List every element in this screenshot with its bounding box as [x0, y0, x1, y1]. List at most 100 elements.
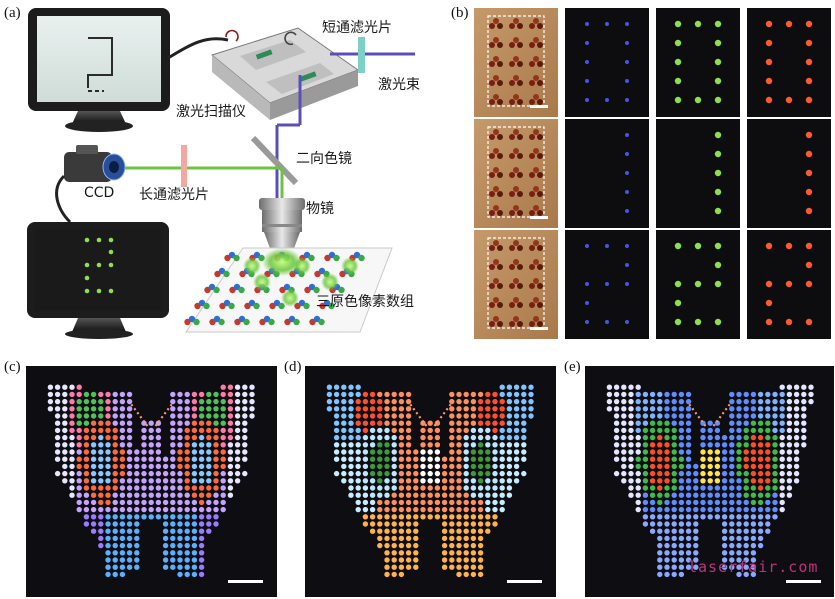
butterfly-pixel	[621, 442, 627, 448]
butterfly-pixel	[355, 442, 361, 448]
emission-dot	[625, 41, 629, 45]
butterfly-pixel	[134, 485, 140, 491]
butterfly-pixel	[635, 485, 641, 491]
butterfly-pixel	[521, 398, 527, 405]
butterfly-pixel	[249, 413, 255, 419]
butterfly-pixel	[521, 384, 527, 390]
butterfly-pixel	[485, 492, 491, 498]
butterfly-pixel	[141, 449, 147, 455]
butterfly-pixel	[234, 434, 241, 441]
butterfly-pixel	[170, 521, 176, 527]
butterfly-pixel	[693, 542, 699, 549]
butterfly-pixel	[757, 506, 764, 513]
butterfly-pixel	[362, 434, 369, 441]
butterfly-pixel	[83, 406, 90, 412]
butterfly-pixel	[170, 391, 176, 398]
butterfly-pixel	[206, 406, 212, 412]
butterfly-pixel	[69, 442, 75, 448]
butterfly-pixel	[355, 391, 361, 398]
butterfly-pixel	[499, 456, 505, 462]
butterfly-pixel	[427, 427, 433, 434]
butterfly-pixel	[155, 499, 162, 506]
butterfly-pixel	[463, 542, 469, 549]
emission-dot	[714, 39, 722, 47]
butterfly-pixel	[184, 463, 190, 470]
butterfly-pixel	[506, 456, 513, 462]
butterfly-pixel	[355, 470, 361, 477]
emission-dot	[805, 58, 813, 66]
butterfly-pixel	[348, 406, 354, 412]
butterfly-pixel	[456, 413, 462, 419]
butterfly-pixel	[521, 420, 527, 426]
butterfly-pixel	[213, 427, 219, 434]
butterfly-pixel	[213, 514, 219, 520]
panel-b-grid	[474, 8, 831, 339]
emission-dot	[714, 280, 722, 288]
butterfly-pixel	[141, 499, 147, 506]
butterfly-pixel	[184, 521, 190, 527]
butterfly-pixel	[420, 514, 426, 520]
butterfly-pixel	[721, 434, 728, 441]
butterfly-pixel	[678, 427, 685, 434]
antenna-left	[128, 401, 149, 427]
butterfly-pixel	[119, 478, 126, 484]
butterfly-pixel	[635, 398, 641, 405]
emission-dot	[585, 282, 589, 286]
butterfly-pixel	[750, 564, 757, 570]
butterfly-pixel	[170, 506, 176, 513]
butterfly-pixel	[499, 391, 505, 398]
butterfly-pixel	[227, 456, 234, 462]
butterfly-pixel	[456, 463, 462, 470]
butterfly-pixel	[83, 470, 90, 477]
butterfly-pixel	[155, 449, 162, 455]
butterfly-pixel	[83, 463, 90, 470]
butterfly-pixel	[441, 550, 448, 556]
butterfly-pixel	[369, 499, 376, 506]
butterfly-pixel	[148, 463, 154, 470]
emission-dot	[714, 169, 722, 177]
emission-dot	[785, 96, 793, 104]
butterfly-pixel	[463, 535, 469, 542]
butterfly-pixel	[721, 557, 728, 563]
rgb-pixel	[333, 254, 340, 262]
butterfly-pixel	[664, 463, 670, 470]
emission-dot	[805, 280, 813, 288]
butterfly-pixel	[184, 434, 190, 441]
butterfly-pixel	[362, 406, 369, 412]
butterfly-pixel	[671, 564, 677, 570]
butterfly-pixel	[485, 413, 491, 419]
butterfly-pixel	[177, 557, 183, 563]
butterfly-pixel	[148, 449, 154, 455]
butterfly-pixel	[678, 420, 685, 426]
butterfly-pixel	[98, 427, 104, 434]
butterfly-pixel	[177, 485, 183, 491]
butterfly-pixel	[191, 485, 198, 491]
butterfly-pixel	[765, 463, 771, 470]
butterfly-pixel	[492, 478, 498, 484]
rgb-pixel	[338, 286, 345, 294]
butterfly-pixel	[377, 470, 383, 477]
butterfly-pixel	[628, 470, 634, 477]
scale-bar-b	[530, 105, 548, 108]
butterfly-pixel	[242, 442, 248, 448]
butterfly-pixel	[112, 492, 118, 498]
butterfly-pixel	[54, 420, 61, 426]
butterfly-pixel	[362, 492, 369, 498]
butterfly-pixel	[234, 398, 241, 405]
rgb-pixel	[283, 283, 291, 291]
butterfly-pixel	[793, 478, 800, 484]
butterfly-pixel	[664, 564, 670, 570]
butterfly-pixel	[621, 398, 627, 405]
butterfly-pixel	[213, 449, 219, 455]
butterfly-pixel	[456, 550, 462, 556]
butterfly-pixel	[671, 427, 677, 434]
butterfly-pixel	[642, 521, 649, 527]
butterfly-pixel	[198, 413, 205, 419]
dichroic-mirror	[250, 135, 299, 186]
butterfly-pixel	[642, 391, 649, 398]
butterfly-pixel	[470, 463, 477, 470]
butterfly-pixel	[470, 542, 477, 549]
rgb-pixel	[204, 286, 211, 294]
butterfly-pixel	[355, 398, 361, 405]
butterfly-pixel	[90, 463, 97, 470]
